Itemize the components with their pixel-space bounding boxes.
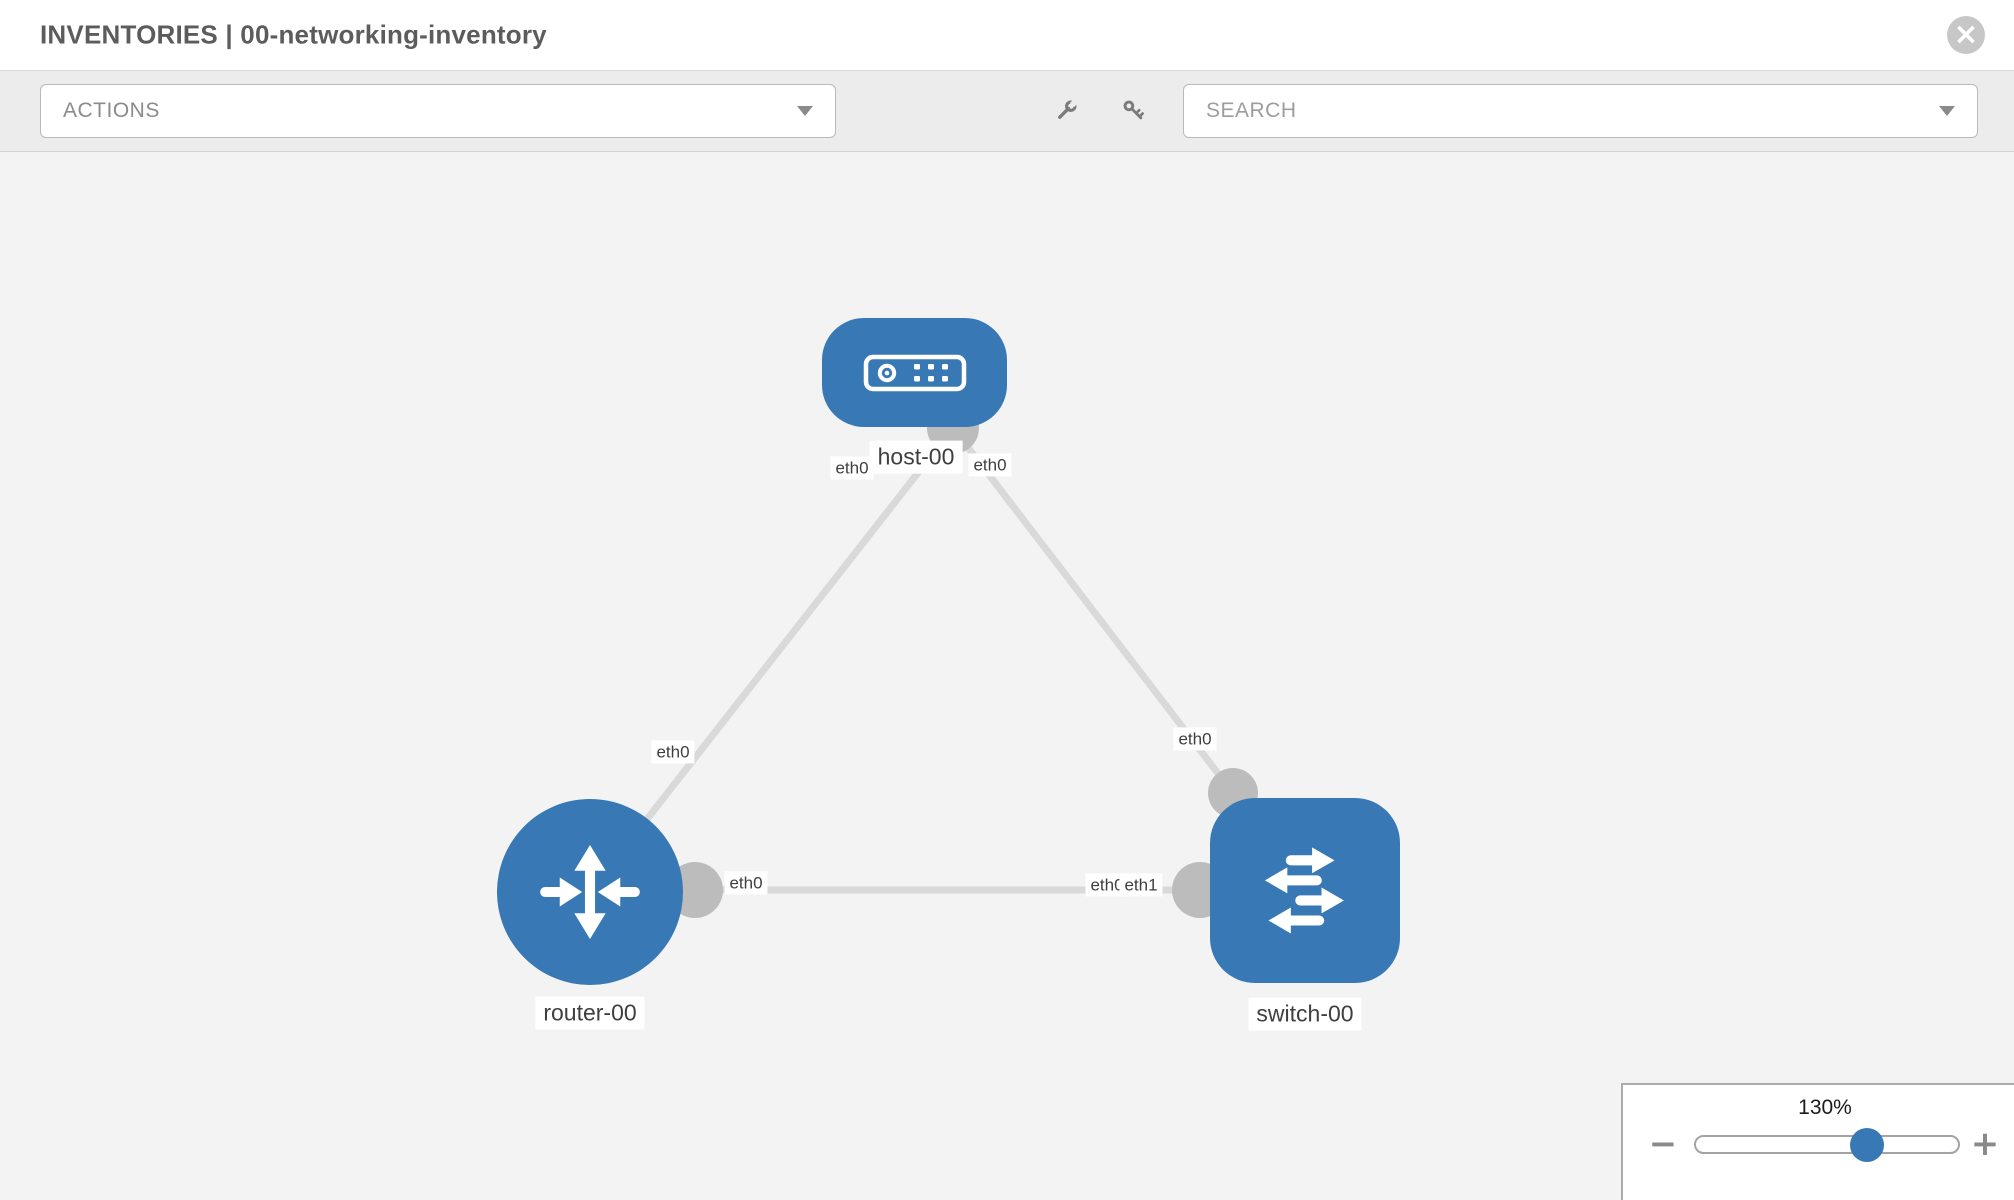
chevron-down-icon (797, 106, 813, 116)
links-layer (587, 402, 1258, 918)
zoom-panel: 130% − + (1621, 1083, 2014, 1200)
key-icon[interactable] (1120, 97, 1148, 125)
node-host-00[interactable] (822, 318, 1007, 427)
iface-label-switch-lan-back: eth0 (1085, 873, 1129, 897)
switch-icon (1264, 846, 1344, 933)
node-label-host: host-00 (869, 440, 963, 474)
search-dropdown[interactable]: SEARCH (1183, 84, 1978, 138)
node-label-switch: switch-00 (1248, 997, 1362, 1031)
zoom-in-button[interactable]: + (1970, 1124, 2000, 1164)
close-button[interactable]: × (1947, 16, 1985, 54)
host-icon (863, 354, 966, 391)
link-router-host[interactable] (587, 425, 956, 895)
node-label-router: router-00 (535, 996, 645, 1030)
node-switch-00[interactable] (1210, 798, 1400, 983)
page-title: INVENTORIES | 00-networking-inventory (40, 19, 547, 50)
close-icon: × (1953, 17, 1979, 52)
iface-label-host-right: eth0 (968, 453, 1012, 477)
actions-dropdown[interactable]: ACTIONS (40, 84, 836, 138)
iface-label-host-left: eth0 (830, 456, 874, 480)
iface-label-switch-lan-front: eth1 (1119, 873, 1163, 897)
chevron-down-icon (1939, 106, 1955, 116)
header: INVENTORIES | 00-networking-inventory × (0, 0, 2014, 71)
zoom-out-button[interactable]: − (1648, 1124, 1678, 1164)
search-dropdown-label: SEARCH (1206, 99, 1297, 122)
node-router-00[interactable] (497, 799, 683, 985)
iface-label-switch-uplink: eth0 (1173, 727, 1217, 751)
zoom-slider-knob[interactable] (1850, 1128, 1884, 1162)
topology-canvas[interactable]: host-00 router-00 switch-00 eth0 eth0 et… (0, 152, 2014, 1200)
toolbar: ACTIONS SEARC (0, 71, 2014, 152)
router-icon (540, 844, 640, 940)
iface-label-router-uplink: eth0 (651, 740, 695, 764)
wrench-icon[interactable] (1052, 97, 1080, 125)
zoom-slider[interactable] (1694, 1128, 1960, 1162)
iface-label-router-lan: eth0 (724, 871, 768, 895)
zoom-level: 130% (1798, 1096, 1852, 1119)
actions-dropdown-label: ACTIONS (63, 99, 160, 122)
